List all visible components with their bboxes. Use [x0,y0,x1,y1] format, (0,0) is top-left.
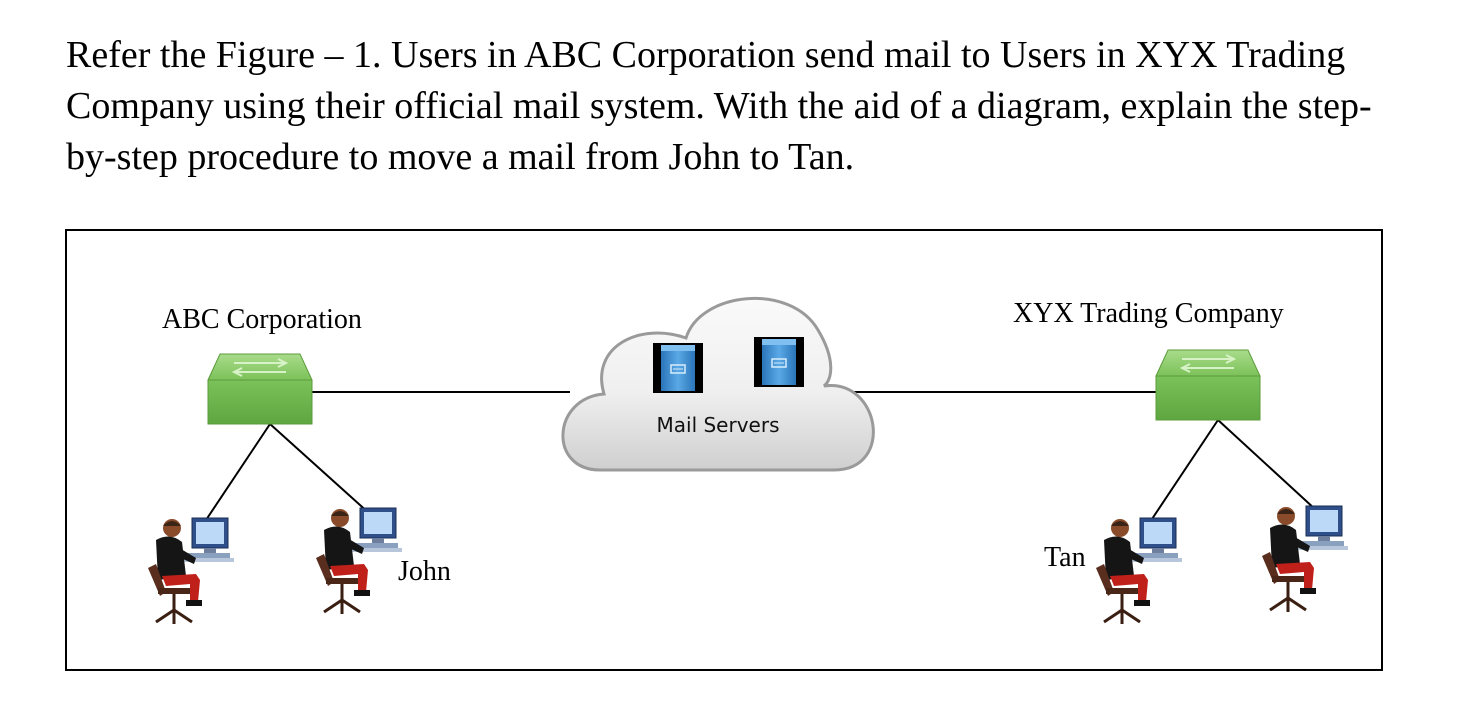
xyx-switch-icon [1155,349,1261,421]
server-icon [753,336,805,388]
link-xyx-to-tan [1149,419,1219,523]
figure-frame [65,229,1383,671]
abc-switch-icon [207,353,313,425]
server-icon [652,342,704,394]
user-computer-icon [1260,504,1350,614]
tan-computer-icon [1094,516,1184,626]
john-computer-icon [314,506,404,616]
john-label: John [398,556,451,587]
cloud-icon [561,297,875,472]
link-abc-to-john [269,423,371,515]
link-xyx-to-user4 [1217,419,1317,511]
user-computer-icon [146,516,236,626]
abc-corporation-label: ABC Corporation [162,304,362,335]
link-abc-to-user1 [205,423,271,521]
xyx-trading-label: XYX Trading Company [1013,298,1284,329]
question-text: Refer the Figure – 1. Users in ABC Corpo… [66,34,1372,178]
tan-label: Tan [1044,542,1086,573]
cloud-label: Mail Servers [657,413,780,437]
